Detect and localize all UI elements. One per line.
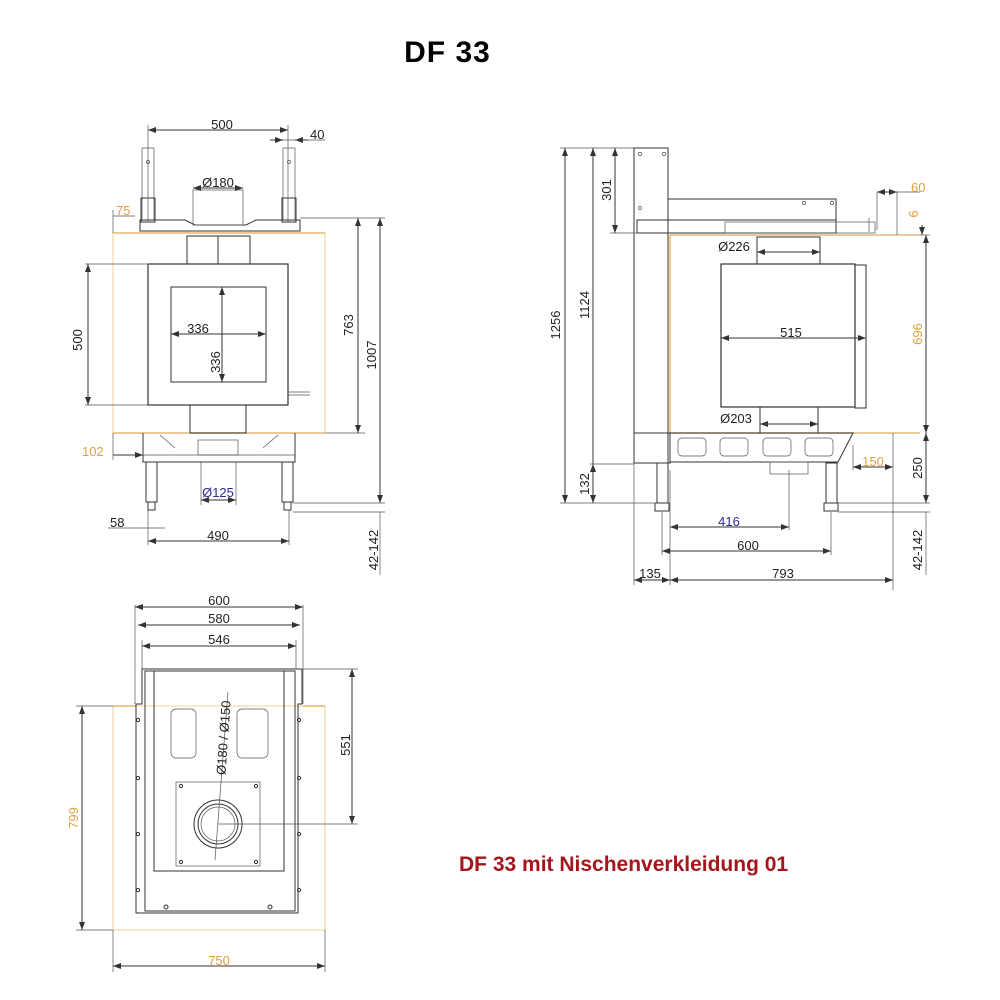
dim-depth-551: 551 xyxy=(338,734,353,756)
dim-niche-depth: 799 xyxy=(66,807,81,829)
dim-width-580: 580 xyxy=(208,611,230,626)
dim-1007: 1007 xyxy=(364,341,379,370)
top-view: 600 580 546 Ø180 / Ø150 551 799 750 xyxy=(66,593,358,972)
dim-width-546: 546 xyxy=(208,632,230,647)
drawing-title: DF 33 xyxy=(404,36,491,69)
dim-niche-6: 6 xyxy=(906,210,921,217)
drawing-subtitle: DF 33 mit Nischenverkleidung 01 xyxy=(459,853,789,876)
dim-niche-150: 150 xyxy=(862,454,884,469)
dim-inlet-offset: 416 xyxy=(718,514,740,529)
dim-niche-width: 750 xyxy=(208,953,230,968)
dim-1124: 1124 xyxy=(577,291,592,319)
dim-leg-range: 42-142 xyxy=(366,530,381,570)
dim-rear-135: 135 xyxy=(639,566,661,581)
dim-niche-offset: 75 xyxy=(116,203,130,218)
dim-763: 763 xyxy=(341,314,356,336)
dim-glass-height: 336 xyxy=(208,351,223,373)
dim-total-height: 1256 xyxy=(548,311,563,340)
dim-top-width: 500 xyxy=(211,117,233,132)
dim-foot-spacing: 490 xyxy=(207,528,229,543)
dim-foot-spacing-side: 600 xyxy=(737,538,759,553)
dim-niche-height: 696 xyxy=(910,323,925,345)
dim-air-inlet: Ø125 xyxy=(202,485,234,500)
dim-glass-width: 336 xyxy=(187,321,209,336)
dim-flue-top: Ø180 xyxy=(202,175,234,190)
dim-body-width: 515 xyxy=(780,325,802,340)
dim-301: 301 xyxy=(599,179,614,201)
dim-foot-width: 58 xyxy=(110,515,124,530)
dim-depth-793: 793 xyxy=(772,566,794,581)
niche-outline-top xyxy=(112,705,326,931)
dim-flue-top-side: Ø226 xyxy=(718,239,750,254)
dim-flue-bottom: Ø203 xyxy=(720,411,752,426)
dim-niche-60: 60 xyxy=(911,180,925,195)
front-view: 500 40 Ø180 75 500 336 336 763 1007 102 … xyxy=(70,117,385,575)
side-view: 1256 1124 301 60 6 Ø226 515 696 Ø203 132… xyxy=(548,147,930,590)
dim-flue-top-view: Ø180 / Ø150 xyxy=(213,700,233,775)
dim-width-600: 600 xyxy=(208,593,230,608)
dim-post-width: 40 xyxy=(310,127,324,142)
dim-132: 132 xyxy=(577,473,592,495)
dim-body-height: 500 xyxy=(70,329,85,351)
dim-niche-side: 102 xyxy=(82,444,104,459)
dim-250: 250 xyxy=(910,457,925,479)
dim-leg-range-side: 42-142 xyxy=(910,530,925,570)
